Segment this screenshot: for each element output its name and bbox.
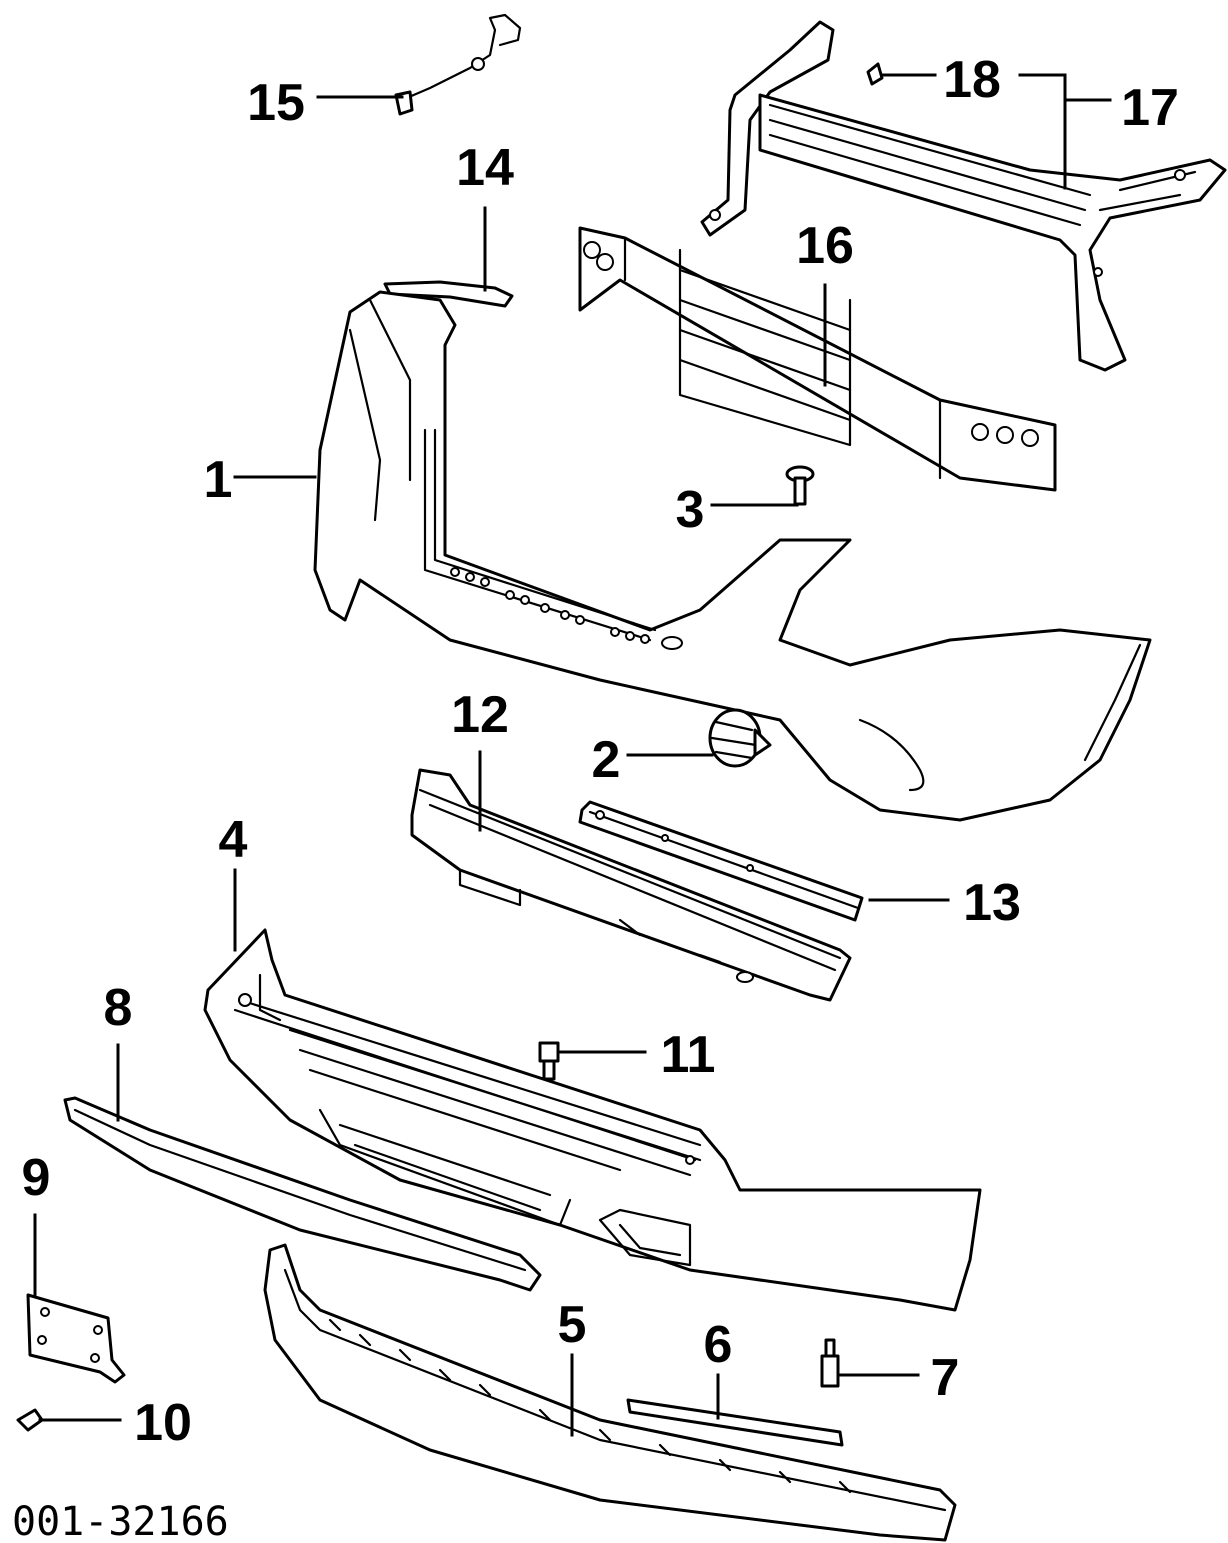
callout-8: 8 bbox=[104, 979, 133, 1037]
callout-4: 4 bbox=[219, 811, 248, 869]
callout-3: 3 bbox=[676, 481, 705, 539]
callout-14: 14 bbox=[456, 139, 514, 197]
part-6-trim-strip bbox=[626, 1398, 844, 1447]
part-7-pin bbox=[820, 1338, 840, 1388]
callout-16: 16 bbox=[796, 217, 854, 275]
callout-17: 17 bbox=[1121, 79, 1179, 137]
callout-9: 9 bbox=[22, 1149, 51, 1207]
callout-15: 15 bbox=[247, 74, 305, 132]
part-1-bumper-fascia bbox=[313, 290, 1152, 822]
part-16-impact-bar bbox=[578, 226, 1057, 492]
callout-7: 7 bbox=[931, 1349, 960, 1407]
callout-10: 10 bbox=[134, 1394, 192, 1452]
leader-lines bbox=[33, 73, 1112, 1437]
callout-6: 6 bbox=[704, 1316, 733, 1374]
callout-1: 1 bbox=[204, 451, 233, 509]
part-17-radiator-support bbox=[700, 20, 1227, 372]
callout-labels: 1 2 3 4 5 6 7 8 9 10 11 12 13 14 15 16 1… bbox=[22, 51, 1179, 1452]
diagram-code: 001-32166 bbox=[12, 1499, 229, 1543]
part-18-fastener bbox=[866, 62, 884, 86]
part-11-bolt bbox=[538, 1041, 560, 1081]
callout-18: 18 bbox=[943, 51, 1001, 109]
part-8-lower-trim bbox=[63, 1096, 542, 1292]
part-9-license-bracket bbox=[26, 1293, 126, 1384]
part-4-lower-fascia bbox=[203, 928, 982, 1312]
callout-13: 13 bbox=[963, 874, 1021, 932]
callout-12: 12 bbox=[451, 686, 509, 744]
part-13-lower-absorber bbox=[578, 800, 864, 922]
callout-11: 11 bbox=[661, 1026, 716, 1084]
part-12-energy-absorber bbox=[410, 768, 852, 1002]
part-5-air-deflector bbox=[263, 1243, 957, 1542]
callout-2: 2 bbox=[592, 731, 621, 789]
part-2-fog-insert bbox=[708, 708, 772, 768]
part-3-push-pin bbox=[785, 465, 815, 506]
part-15-cable bbox=[394, 13, 522, 116]
callout-5: 5 bbox=[558, 1296, 587, 1354]
part-10-screw bbox=[16, 1408, 44, 1432]
